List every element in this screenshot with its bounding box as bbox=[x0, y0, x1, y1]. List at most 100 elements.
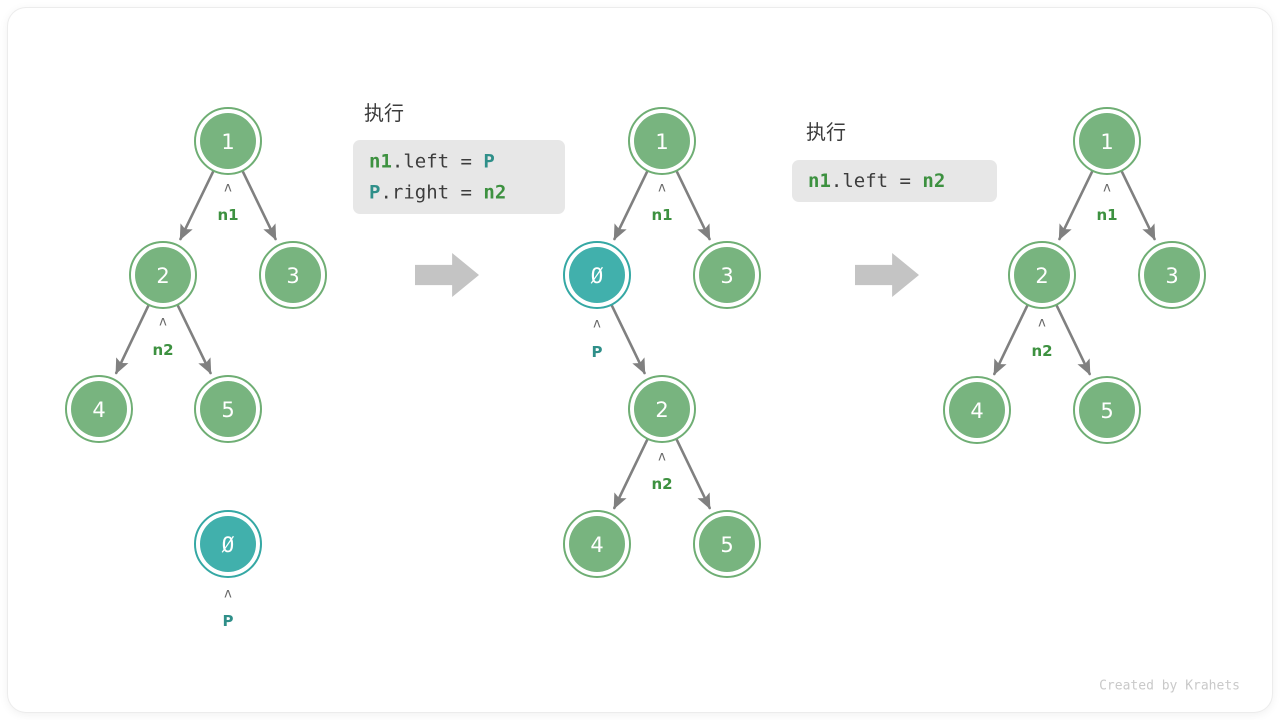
node-circle bbox=[1079, 382, 1135, 438]
pointer-caret: ʌ bbox=[658, 181, 666, 196]
pointer-caret: ʌ bbox=[1038, 316, 1046, 331]
tree-node-0: Ø bbox=[194, 510, 262, 578]
code-token: n1 bbox=[369, 151, 392, 173]
node-ring-gap bbox=[565, 243, 629, 307]
node-value-label: 4 bbox=[970, 399, 983, 423]
tree-node-5: 5 bbox=[1073, 376, 1141, 444]
node-value-label: 3 bbox=[286, 264, 299, 288]
code-box bbox=[353, 140, 565, 214]
node-circle bbox=[634, 381, 690, 437]
code-token: .left = bbox=[831, 170, 923, 192]
node-outer-ring bbox=[693, 241, 761, 309]
tree-edge bbox=[114, 304, 150, 375]
pointer-n1: n1 bbox=[1096, 206, 1117, 224]
node-ring-gap bbox=[945, 378, 1009, 442]
node-outer-ring bbox=[129, 241, 197, 309]
node-outer-ring bbox=[628, 375, 696, 443]
node-outer-ring bbox=[194, 107, 262, 175]
node-value-label: 3 bbox=[1165, 264, 1178, 288]
step-arrow-icon bbox=[855, 253, 919, 297]
node-ring-gap bbox=[261, 243, 325, 307]
node-circle bbox=[200, 381, 256, 437]
tree-node-4: 4 bbox=[563, 510, 631, 578]
node-outer-ring bbox=[65, 375, 133, 443]
node-value-label: 3 bbox=[720, 264, 733, 288]
code-line: P.right = n2 bbox=[369, 182, 506, 204]
pointer-caret: ʌ bbox=[1103, 181, 1111, 196]
tree-node-1: 1 bbox=[194, 107, 262, 175]
tree-node-2: 2 bbox=[1008, 241, 1076, 309]
tree-edge bbox=[179, 170, 215, 241]
node-outer-ring bbox=[1138, 241, 1206, 309]
tree-edge bbox=[1058, 170, 1094, 241]
node-circle bbox=[569, 516, 625, 572]
node-ring-gap bbox=[695, 512, 759, 576]
tree-edge bbox=[675, 170, 711, 241]
tree-edge bbox=[675, 438, 711, 510]
node-ring-gap bbox=[565, 512, 629, 576]
node-value-label: 4 bbox=[590, 533, 603, 557]
node-outer-ring bbox=[1073, 376, 1141, 444]
pointer-caret: ʌ bbox=[658, 450, 666, 465]
node-circle bbox=[634, 113, 690, 169]
pointer-n2: n2 bbox=[1031, 342, 1052, 360]
pointer-caret: ʌ bbox=[224, 587, 232, 602]
tree-node-3: 3 bbox=[1138, 241, 1206, 309]
tree-node-3: 3 bbox=[693, 241, 761, 309]
tree-node-1: 1 bbox=[1073, 107, 1141, 175]
node-circle bbox=[699, 516, 755, 572]
node-ring-gap bbox=[630, 377, 694, 441]
code-box bbox=[792, 160, 997, 202]
tree-node-5: 5 bbox=[194, 375, 262, 443]
node-outer-ring bbox=[259, 241, 327, 309]
node-value-label: 2 bbox=[655, 398, 668, 422]
node-circle bbox=[200, 113, 256, 169]
code-token: n1 bbox=[808, 170, 831, 192]
node-ring-gap bbox=[1075, 378, 1139, 442]
node-value-label: 1 bbox=[1100, 130, 1113, 154]
node-outer-ring bbox=[628, 107, 696, 175]
step-arrow-icon bbox=[415, 253, 479, 297]
tree-edge bbox=[241, 170, 277, 241]
exec-label: 执行 bbox=[364, 101, 404, 125]
node-ring-gap bbox=[196, 377, 260, 441]
code-token: P bbox=[483, 151, 494, 173]
pointer-n2: n2 bbox=[152, 341, 173, 359]
node-ring-gap bbox=[196, 109, 260, 173]
tree-edge bbox=[613, 438, 649, 510]
pointer-p: P bbox=[592, 343, 603, 361]
node-ring-gap bbox=[131, 243, 195, 307]
tree-edge bbox=[993, 304, 1029, 376]
node-circle bbox=[1014, 247, 1070, 303]
tree-node-1: 1 bbox=[628, 107, 696, 175]
pointer-caret: ʌ bbox=[224, 181, 232, 196]
pointer-n1: n1 bbox=[651, 206, 672, 224]
credit-text: Created by Krahets bbox=[1099, 679, 1240, 694]
tree-node-3: 3 bbox=[259, 241, 327, 309]
node-ring-gap bbox=[1075, 109, 1139, 173]
node-circle bbox=[71, 381, 127, 437]
node-outer-ring bbox=[1073, 107, 1141, 175]
exec-label: 执行 bbox=[806, 120, 846, 144]
code-token: P bbox=[369, 182, 380, 204]
node-outer-ring bbox=[563, 510, 631, 578]
node-circle bbox=[1079, 113, 1135, 169]
node-value-label: 1 bbox=[221, 130, 234, 154]
tree-edge bbox=[613, 170, 649, 241]
code-token: .left = bbox=[392, 151, 484, 173]
node-value-label: 5 bbox=[720, 533, 733, 557]
node-outer-ring bbox=[194, 510, 262, 578]
node-circle bbox=[699, 247, 755, 303]
node-outer-ring bbox=[563, 241, 631, 309]
tree-node-5: 5 bbox=[693, 510, 761, 578]
tree-edge bbox=[1055, 304, 1091, 376]
node-ring-gap bbox=[196, 512, 260, 576]
node-circle bbox=[569, 247, 625, 303]
pointer-n1: n1 bbox=[217, 206, 238, 224]
pointer-caret: ʌ bbox=[593, 317, 601, 332]
